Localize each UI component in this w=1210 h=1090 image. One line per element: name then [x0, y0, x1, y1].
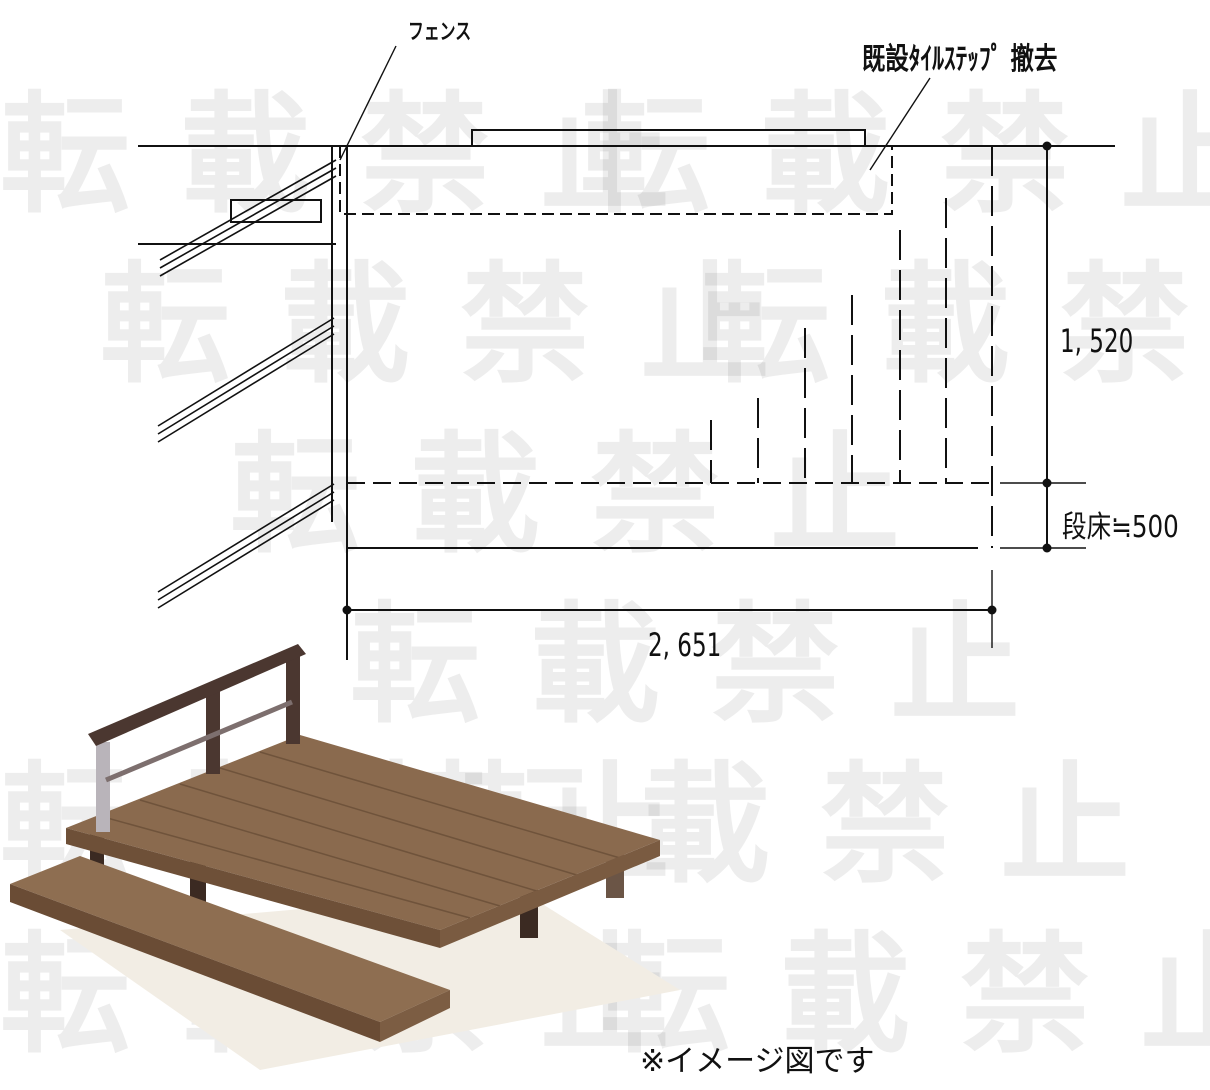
- fence-diagonals: [157, 159, 337, 609]
- deck-top: [66, 735, 660, 930]
- dim-dot: [1042, 478, 1052, 488]
- dim-dot: [1042, 141, 1052, 151]
- watermark: 転載禁止: [100, 249, 821, 401]
- dim-dot: [987, 605, 997, 615]
- removal-leader: [869, 77, 931, 171]
- rail-post: [96, 742, 110, 832]
- watermark: 転載禁止: [230, 419, 951, 571]
- deck-side: [66, 828, 440, 948]
- rail-bar: [105, 699, 293, 783]
- rail-post: [286, 650, 300, 744]
- width-dimension: 2, 651: [648, 626, 722, 664]
- step-top: [10, 856, 450, 1022]
- watermark: 転載禁止: [350, 589, 1071, 741]
- rail-post: [206, 684, 220, 774]
- watermark: 転載禁止: [0, 79, 721, 231]
- watermark: 転載禁止: [700, 249, 1210, 401]
- watermark: 転載禁止: [580, 79, 1210, 231]
- step-dimension: 段床≒500: [1062, 510, 1179, 545]
- removal-area: [339, 146, 893, 215]
- watermark: 転載禁止: [600, 919, 1210, 1071]
- rail-top: [88, 644, 306, 746]
- step-side: [10, 884, 380, 1042]
- fence-label: フェンス: [408, 20, 472, 45]
- fence-leader: [339, 45, 397, 161]
- height-dimension: 1, 520: [1060, 322, 1134, 360]
- dim-dot: [342, 605, 352, 615]
- removal-label: 既設ﾀｲﾙｽﾃｯﾌﾟ 撤去: [862, 42, 1058, 77]
- tile-step: [471, 129, 866, 147]
- deck-side: [440, 840, 660, 948]
- dim-dot: [1042, 543, 1052, 553]
- image-note: ※イメージ図です: [640, 1044, 875, 1079]
- step-side: [380, 990, 450, 1042]
- deck-illustration: [10, 644, 680, 1070]
- left-box: [230, 199, 322, 223]
